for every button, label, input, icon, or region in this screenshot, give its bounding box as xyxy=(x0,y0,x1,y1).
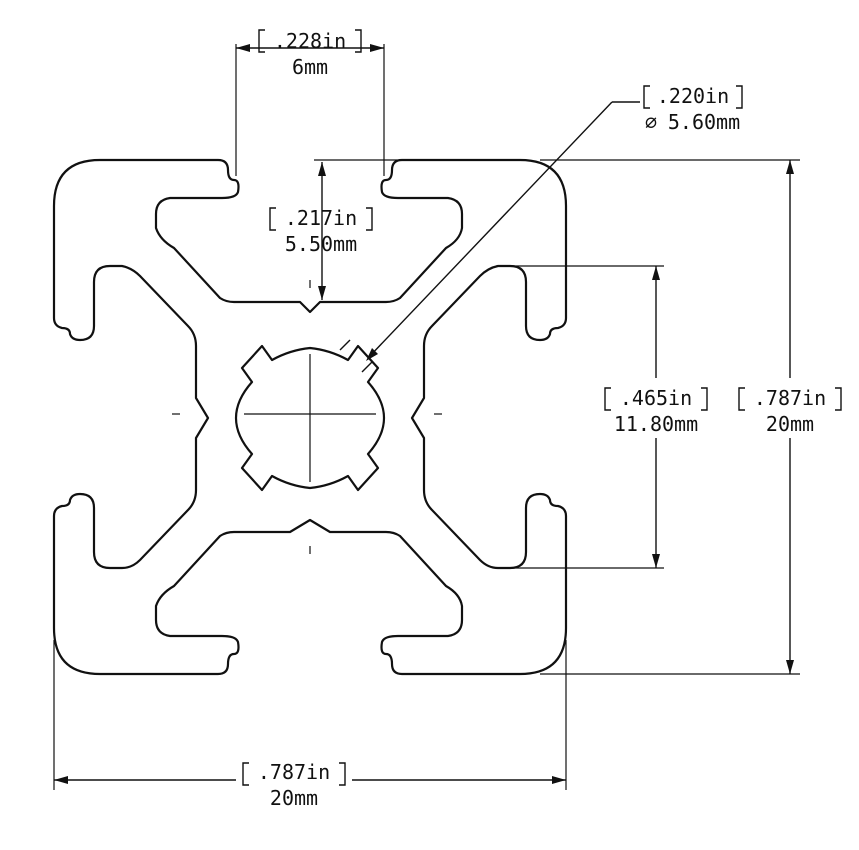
slot-opening-imperial: .228in xyxy=(274,29,346,53)
inner-width-imperial: .465in xyxy=(620,386,692,410)
slot-depth-dimension: .217in 5.50mm xyxy=(269,159,400,300)
overall-height-imperial: .787in xyxy=(754,386,826,410)
inner-width-dimension: .465in 11.80mm xyxy=(496,265,712,569)
center-bore-dimension: .220in 5.60mm ∅ xyxy=(339,84,743,373)
overall-height-dimension: .787in 20mm xyxy=(540,159,846,675)
overall-width-metric: 20mm xyxy=(270,786,318,810)
overall-height-metric: 20mm xyxy=(766,412,814,436)
inner-width-metric: 11.80mm xyxy=(614,412,698,436)
center-bore xyxy=(172,280,442,554)
diameter-symbol: ∅ xyxy=(645,110,657,134)
slot-depth-metric: 5.50mm xyxy=(285,232,357,256)
center-bore-imperial: .220in xyxy=(657,84,729,108)
overall-width-imperial: .787in xyxy=(258,760,330,784)
slot-opening-dimension: .228in 6mm xyxy=(235,29,385,176)
center-bore-metric: 5.60mm xyxy=(668,110,740,134)
profile-outline xyxy=(52,158,568,676)
slot-depth-imperial: .217in xyxy=(285,206,357,230)
overall-width-dimension: .787in 20mm xyxy=(53,640,567,810)
slot-opening-metric: 6mm xyxy=(292,55,328,79)
